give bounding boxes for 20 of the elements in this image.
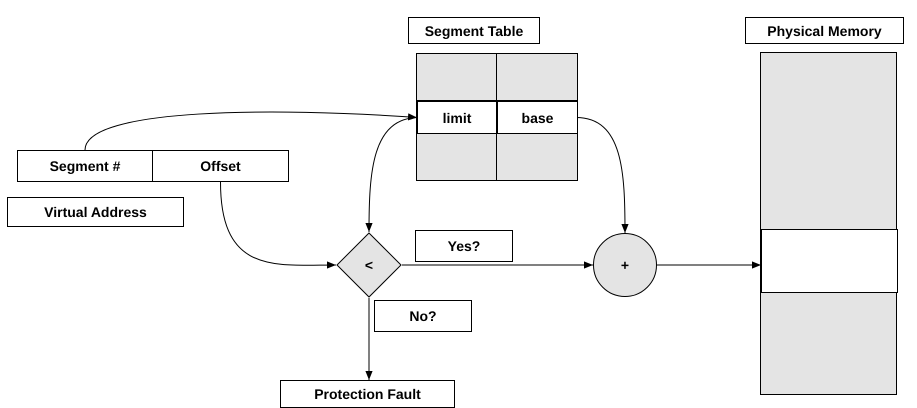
title-box: Virtual Address [7,197,184,227]
arrow [656,261,762,269]
memory-segment [761,229,898,293]
table-grid [416,53,577,180]
table-cell: limit [417,101,497,134]
adder-circle: + [593,233,657,297]
arrow [220,182,336,269]
label-box: Protection Fault [280,380,455,408]
title-box: Segment Table [408,17,540,44]
comparator-diamond: < [336,232,402,298]
address-field: Offset [152,150,289,182]
label-box: Yes? [415,230,513,262]
table-cell: base [497,101,578,134]
label-box: No? [374,300,472,332]
memory-block [760,52,897,395]
arrow [365,298,373,380]
title-box: Physical Memory [745,17,904,44]
arrow [84,112,418,150]
arrow [402,261,594,269]
address-field: Segment # [17,150,153,182]
